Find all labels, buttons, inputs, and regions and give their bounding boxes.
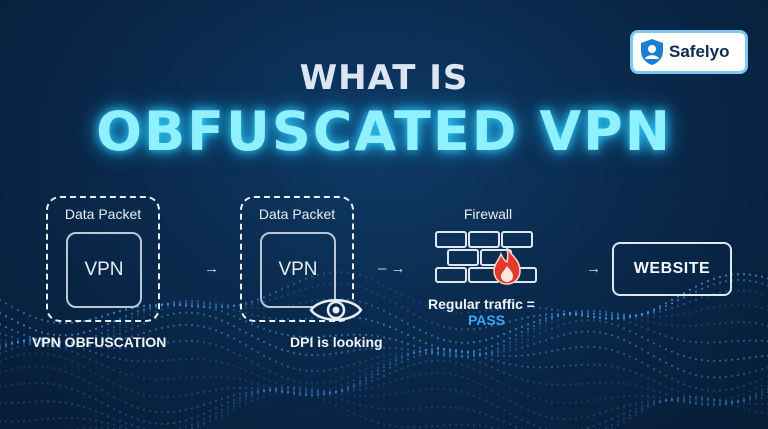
eye-icon — [309, 299, 363, 321]
vpn-box-1: VPN — [66, 232, 142, 308]
title-line-2: OBFUSCATED VPN — [96, 100, 672, 163]
logo-text: Safelyo — [669, 42, 730, 61]
website-box: WEBSITE — [612, 242, 732, 296]
vpn-obfuscation-caption: VPN OBFUSCATION — [32, 334, 167, 350]
dpi-caption: DPI is looking — [290, 334, 383, 350]
safelyo-logo: Safelyo — [630, 30, 748, 74]
fire-icon — [493, 247, 521, 285]
arrow-2: – → — [378, 260, 406, 277]
firewall-label: Firewall — [463, 206, 513, 222]
data-packet-box-1 — [46, 196, 160, 322]
vpn-label-2: VPN — [278, 259, 318, 280]
arrow-1: → — [204, 260, 219, 277]
title-line-1: WHAT IS — [299, 58, 469, 98]
vpn-label-1: VPN — [84, 259, 124, 280]
regular-traffic-caption: Regular traffic = — [428, 296, 535, 312]
data-packet-box-2 — [240, 196, 354, 322]
data-packet-label-2: Data Packet — [258, 206, 336, 222]
pass-label: PASS — [468, 312, 506, 328]
data-packet-label-1: Data Packet — [64, 206, 142, 222]
shield-person-icon — [641, 39, 663, 65]
website-label: WEBSITE — [633, 260, 711, 277]
vpn-box-2: VPN — [260, 232, 336, 308]
arrow-3: → — [586, 260, 601, 277]
